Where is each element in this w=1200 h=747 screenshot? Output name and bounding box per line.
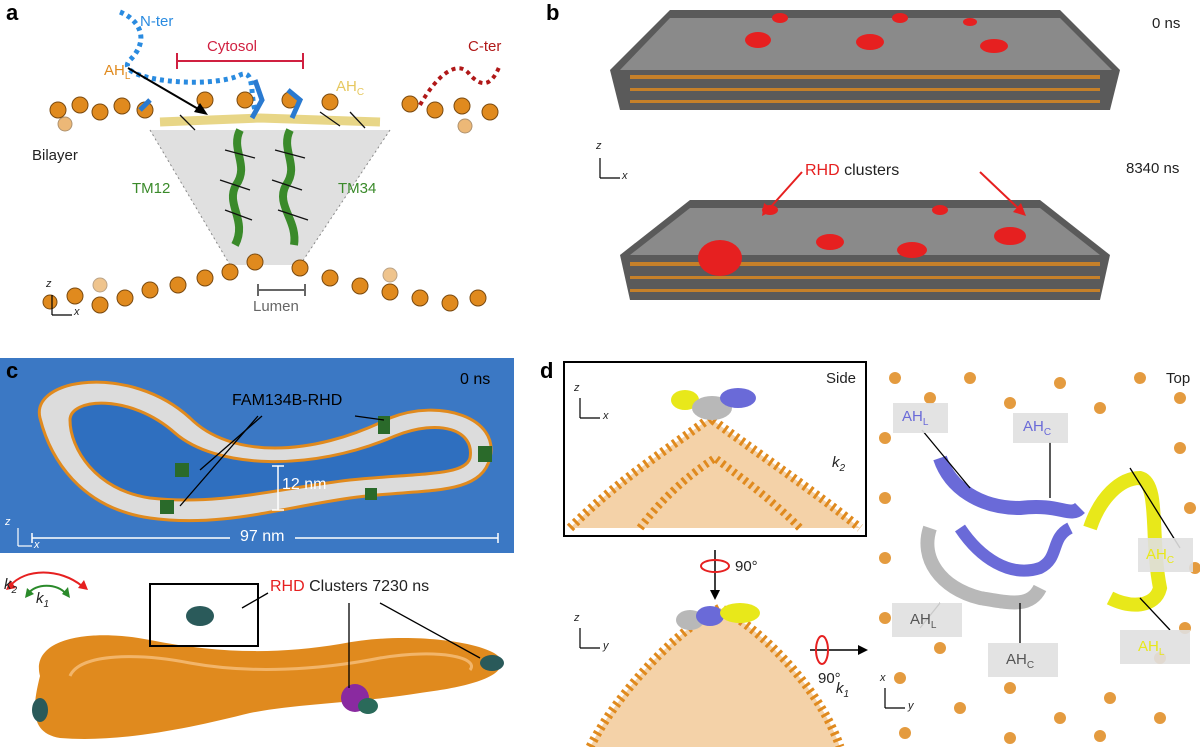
lumen-label: Lumen [253, 298, 299, 315]
panel-label-b: b [546, 0, 560, 25]
axis-y-d2: y [603, 640, 609, 652]
axis-z-d1: z [574, 382, 580, 394]
ahc-blue-label: AHC [1023, 418, 1052, 438]
ahc-yellow-label: AHC [1146, 546, 1175, 566]
axis-z-b: z [596, 140, 602, 152]
panel-label-c: c [6, 358, 19, 383]
axis-x-a: x [74, 306, 80, 318]
panel-b-illustration [599, 10, 1120, 300]
axis-z-a: z [46, 278, 52, 290]
axis-z-c: z [5, 516, 11, 528]
n-ter-label: N-ter [140, 13, 174, 30]
panel-c-illustration [0, 358, 514, 739]
k2-label-c: k2 [4, 576, 18, 596]
length-97nm-label: 97 nm [240, 528, 285, 545]
ahl-yellow-label: AHL [1138, 638, 1165, 658]
panel-a: a N-ter Cytosol C-ter AHL AHC Bilayer TM… [0, 0, 540, 340]
panel-a-illustration [42, 9, 502, 316]
k1-label-c: k1 [36, 590, 50, 610]
panel-d: d Side Top 90° 90° k2 k1 z x z y x y AHL… [540, 358, 1200, 747]
k1-label-d: k1 [836, 680, 850, 700]
panel-label-d: d [540, 358, 554, 383]
panel-b: b 0 ns 8340 ns RHD clusters z x [540, 0, 1200, 340]
bilayer-label: Bilayer [32, 147, 78, 164]
ahl-blue-label: AHL [902, 408, 929, 428]
top-label: Top [1166, 370, 1191, 387]
time-0ns-c: 0 ns [460, 371, 491, 388]
width-12nm-label: 12 nm [282, 476, 327, 493]
axis-y-d3: y [908, 700, 914, 712]
axis-x-d3: x [880, 672, 886, 684]
c-ter-label: C-ter [468, 38, 502, 55]
ah-c-label: AHC [336, 78, 365, 98]
panel-label-a: a [6, 0, 19, 25]
side-label: Side [826, 370, 857, 387]
fam134b-rhd-label: FAM134B-RHD [232, 392, 343, 409]
axis-x-c: x [34, 539, 40, 551]
axis-z-d2: z [574, 612, 580, 624]
rotation-90-top: 90° [818, 670, 841, 687]
rhd-clusters-label: RHD clusters [805, 162, 900, 179]
k2-label-d: k2 [832, 454, 846, 474]
ahl-gray-label: AHL [910, 611, 937, 631]
rotation-90-side: 90° [735, 558, 758, 575]
time-8340ns-b: 8340 ns [1126, 160, 1180, 177]
time-0ns-b: 0 ns [1152, 15, 1181, 32]
axis-x-d1: x [603, 410, 609, 422]
panel-d-illustration [563, 358, 1200, 747]
ahc-gray-label: AHC [1006, 651, 1035, 671]
panel-c: c FAM134B-RHD 0 ns 12 nm 97 nm z x k2 k1… [0, 358, 520, 747]
axis-x-b: x [622, 170, 628, 182]
tm34-label: TM34 [338, 180, 377, 197]
ah-l-label: AHL [104, 62, 131, 82]
cytosol-label: Cytosol [207, 38, 258, 55]
tm12-label: TM12 [132, 180, 171, 197]
rhd-clusters-7230-label: RHD Clusters 7230 ns [270, 578, 430, 595]
